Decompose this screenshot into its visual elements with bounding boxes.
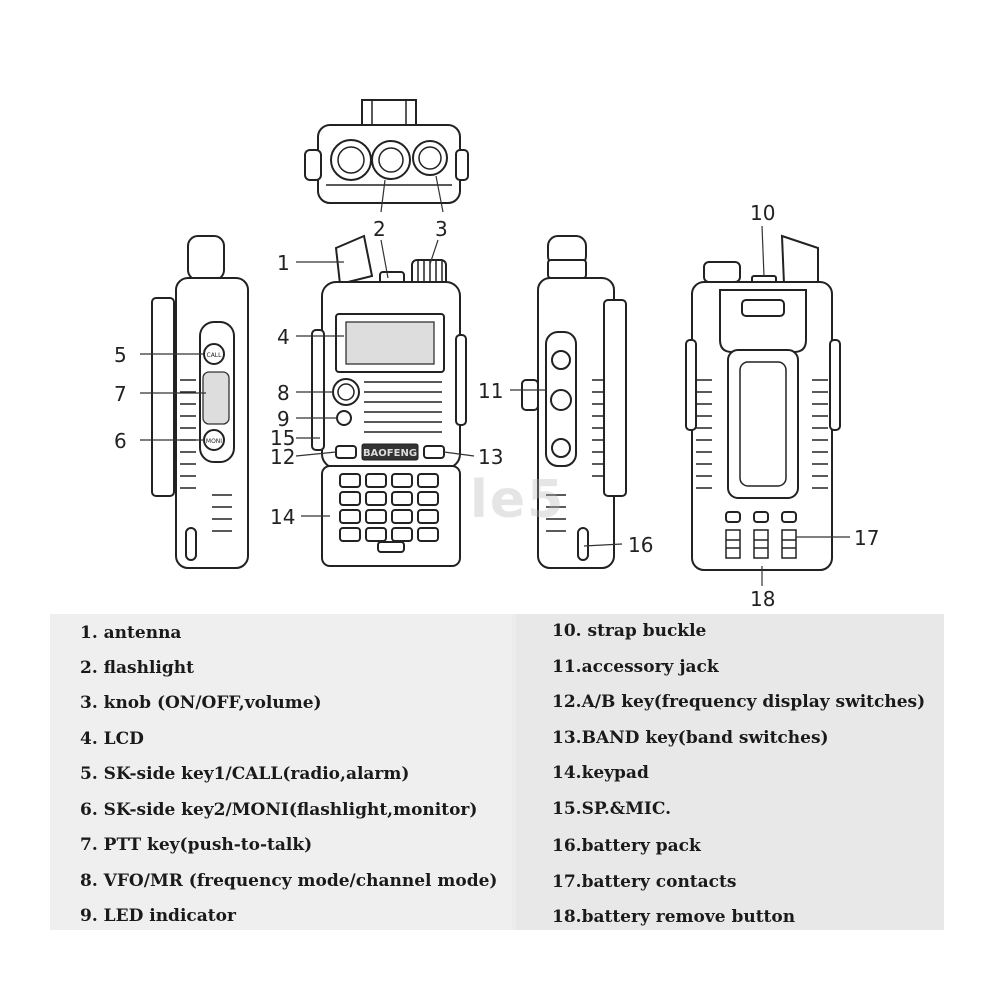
legend-item-14: 14.keypad [552,763,649,783]
watermark: le5 [470,470,566,530]
callout-14: 14 [270,505,295,529]
legend-item-9: 9. LED indicator [80,906,236,926]
callout-1: 1 [277,251,290,275]
callout-5: 5 [114,343,127,367]
callout-2: 2 [373,217,386,241]
legend-item-2: 2. flashlight [80,658,194,678]
legend-left-column: 1. antenna 2. flashlight 3. knob (ON/OFF… [50,614,512,930]
legend-item-7: 7. PTT key(push-to-talk) [80,835,313,855]
legend-item-15: 15.SP.&MIC. [552,799,672,819]
legend-item-1: 1. antenna [80,623,182,643]
callout-12: 12 [270,445,295,469]
top-view [304,99,469,204]
legend-item-11: 11.accessory jack [552,657,719,677]
right-side-view [521,235,627,569]
front-view: BAOFENG [311,234,467,567]
callout-10: 10 [750,201,775,225]
callout-6: 6 [114,429,127,453]
callout-7: 7 [114,382,127,406]
callouts: 1 2 3 4 5 6 7 8 9 10 11 12 13 14 15 16 1… [114,201,879,610]
legend-item-16: 16.battery pack [552,836,701,856]
legend-item-4: 4. LCD [80,729,144,749]
legend-item-18: 18.battery remove button [552,907,796,927]
callout-13: 13 [478,445,503,469]
legend-item-5: 5. SK-side key1/CALL(radio,alarm) [80,764,410,784]
leader-lines [140,175,850,586]
callout-15: 15 [270,426,295,450]
callout-18: 18 [750,587,775,610]
legend-right-column: 10. strap buckle 11.accessory jack 12.A/… [516,614,944,930]
legend-item-3: 3. knob (ON/OFF,volume) [80,693,322,713]
callout-4: 4 [277,325,290,349]
legend-table: 1. antenna 2. flashlight 3. knob (ON/OFF… [50,614,944,930]
callout-17: 17 [854,526,879,550]
legend-item-6: 6. SK-side key2/MONI(flashlight,monitor) [80,800,478,820]
call-key-text: CALL [207,352,223,359]
brand-panel-text: BAOFENG [363,448,417,459]
callout-11: 11 [478,379,503,403]
moni-key-text: MONI [206,438,222,445]
legend-item-17: 17.battery contacts [552,872,737,892]
legend-item-10: 10. strap buckle [552,621,707,641]
callout-8: 8 [277,381,290,405]
back-view [685,234,841,571]
legend-item-12: 12.A/B key(frequency display switches) [552,692,926,712]
radio-diagram: CALL MONI [114,99,879,610]
keypad [339,473,439,542]
callout-9: 9 [277,407,290,431]
callout-3: 3 [435,217,448,241]
left-side-view: CALL MONI [151,235,249,569]
callout-16: 16 [628,533,653,557]
legend-item-8: 8. VFO/MR (frequency mode/channel mode) [80,871,498,891]
legend-item-13: 13.BAND key(band switches) [552,728,829,748]
